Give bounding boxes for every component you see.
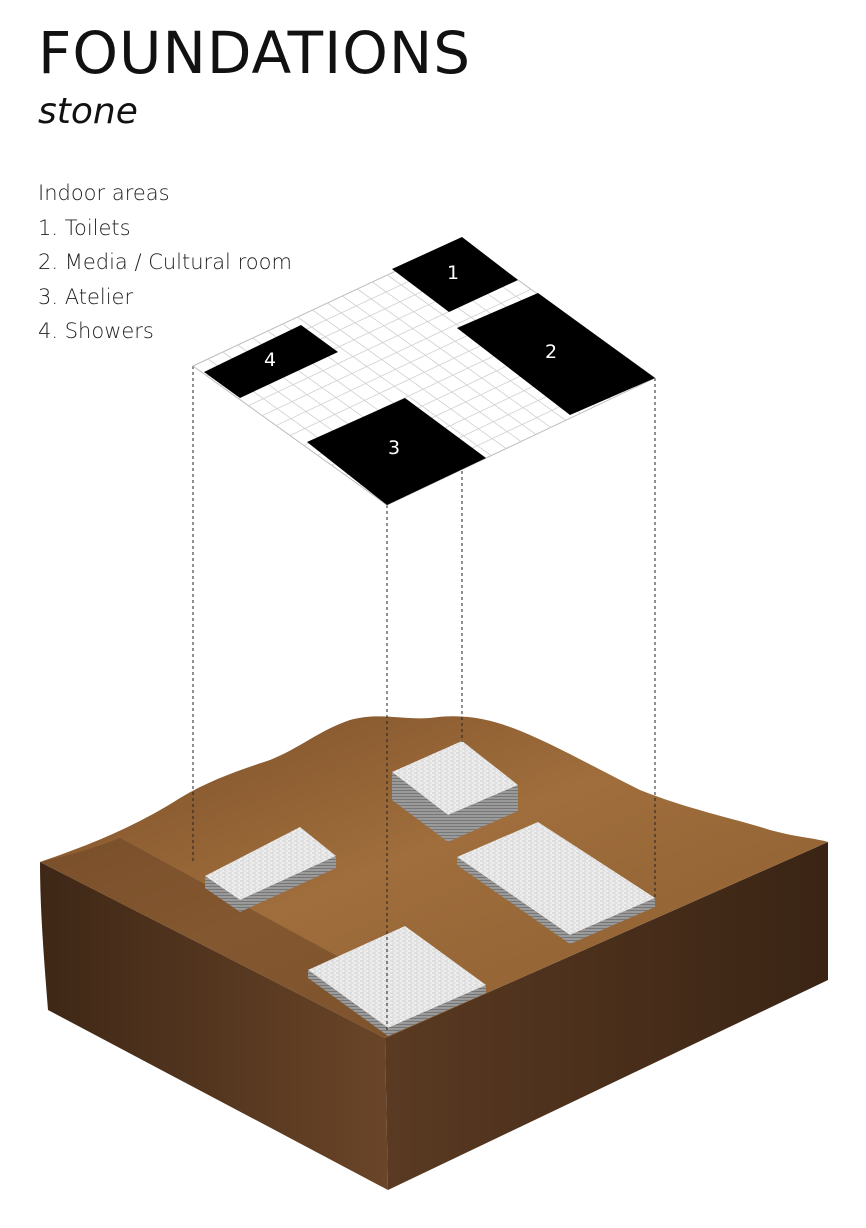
- stone-side: [205, 876, 240, 912]
- soil-right-face: [385, 842, 828, 1190]
- stone-front: [448, 785, 518, 842]
- page-title: FOUNDATIONS: [38, 19, 472, 87]
- projection-lines: [192, 366, 656, 1030]
- stone-foundation-showers: [205, 827, 336, 912]
- label-room-1: 1: [447, 262, 459, 284]
- legend-heading: Indoor areas: [38, 181, 170, 205]
- floor-plan: 1 2 3 4: [192, 237, 656, 506]
- stone-top: [457, 822, 655, 935]
- stone-front: [240, 856, 336, 912]
- page-subtitle: stone: [38, 91, 138, 132]
- grid-line: [262, 288, 532, 417]
- stone-front: [388, 985, 486, 1036]
- stone-foundation-toilets: [392, 741, 518, 842]
- label-room-3: 3: [388, 437, 400, 459]
- stone-side: [457, 857, 570, 944]
- room-showers: [204, 325, 338, 398]
- stone-top: [392, 741, 518, 815]
- label-room-4: 4: [264, 349, 276, 371]
- legend-item-showers: 4. Showers: [38, 319, 154, 343]
- stone-side: [392, 772, 448, 842]
- stone-side: [308, 970, 388, 1036]
- room-atelier: [307, 398, 486, 505]
- label-room-2: 2: [545, 341, 557, 363]
- legend-item-atelier: 3. Atelier: [38, 284, 134, 309]
- legend-item-toilets: 1. Toilets: [38, 215, 131, 240]
- legend-item-media-room: 2. Media / Cultural room: [38, 250, 292, 274]
- stone-top: [205, 827, 336, 900]
- legend: Indoor areas 1. Toilets 2. Media / Cultu…: [38, 176, 292, 349]
- stone-foundation-atelier: [308, 926, 486, 1036]
- room-toilets: [392, 237, 518, 312]
- stone-top: [308, 926, 486, 1028]
- stone-front: [570, 898, 655, 944]
- ground-block: [40, 716, 828, 1190]
- stone-foundation-media-room: [457, 822, 655, 944]
- soil-left-face: [40, 862, 388, 1190]
- room-media: [457, 293, 655, 415]
